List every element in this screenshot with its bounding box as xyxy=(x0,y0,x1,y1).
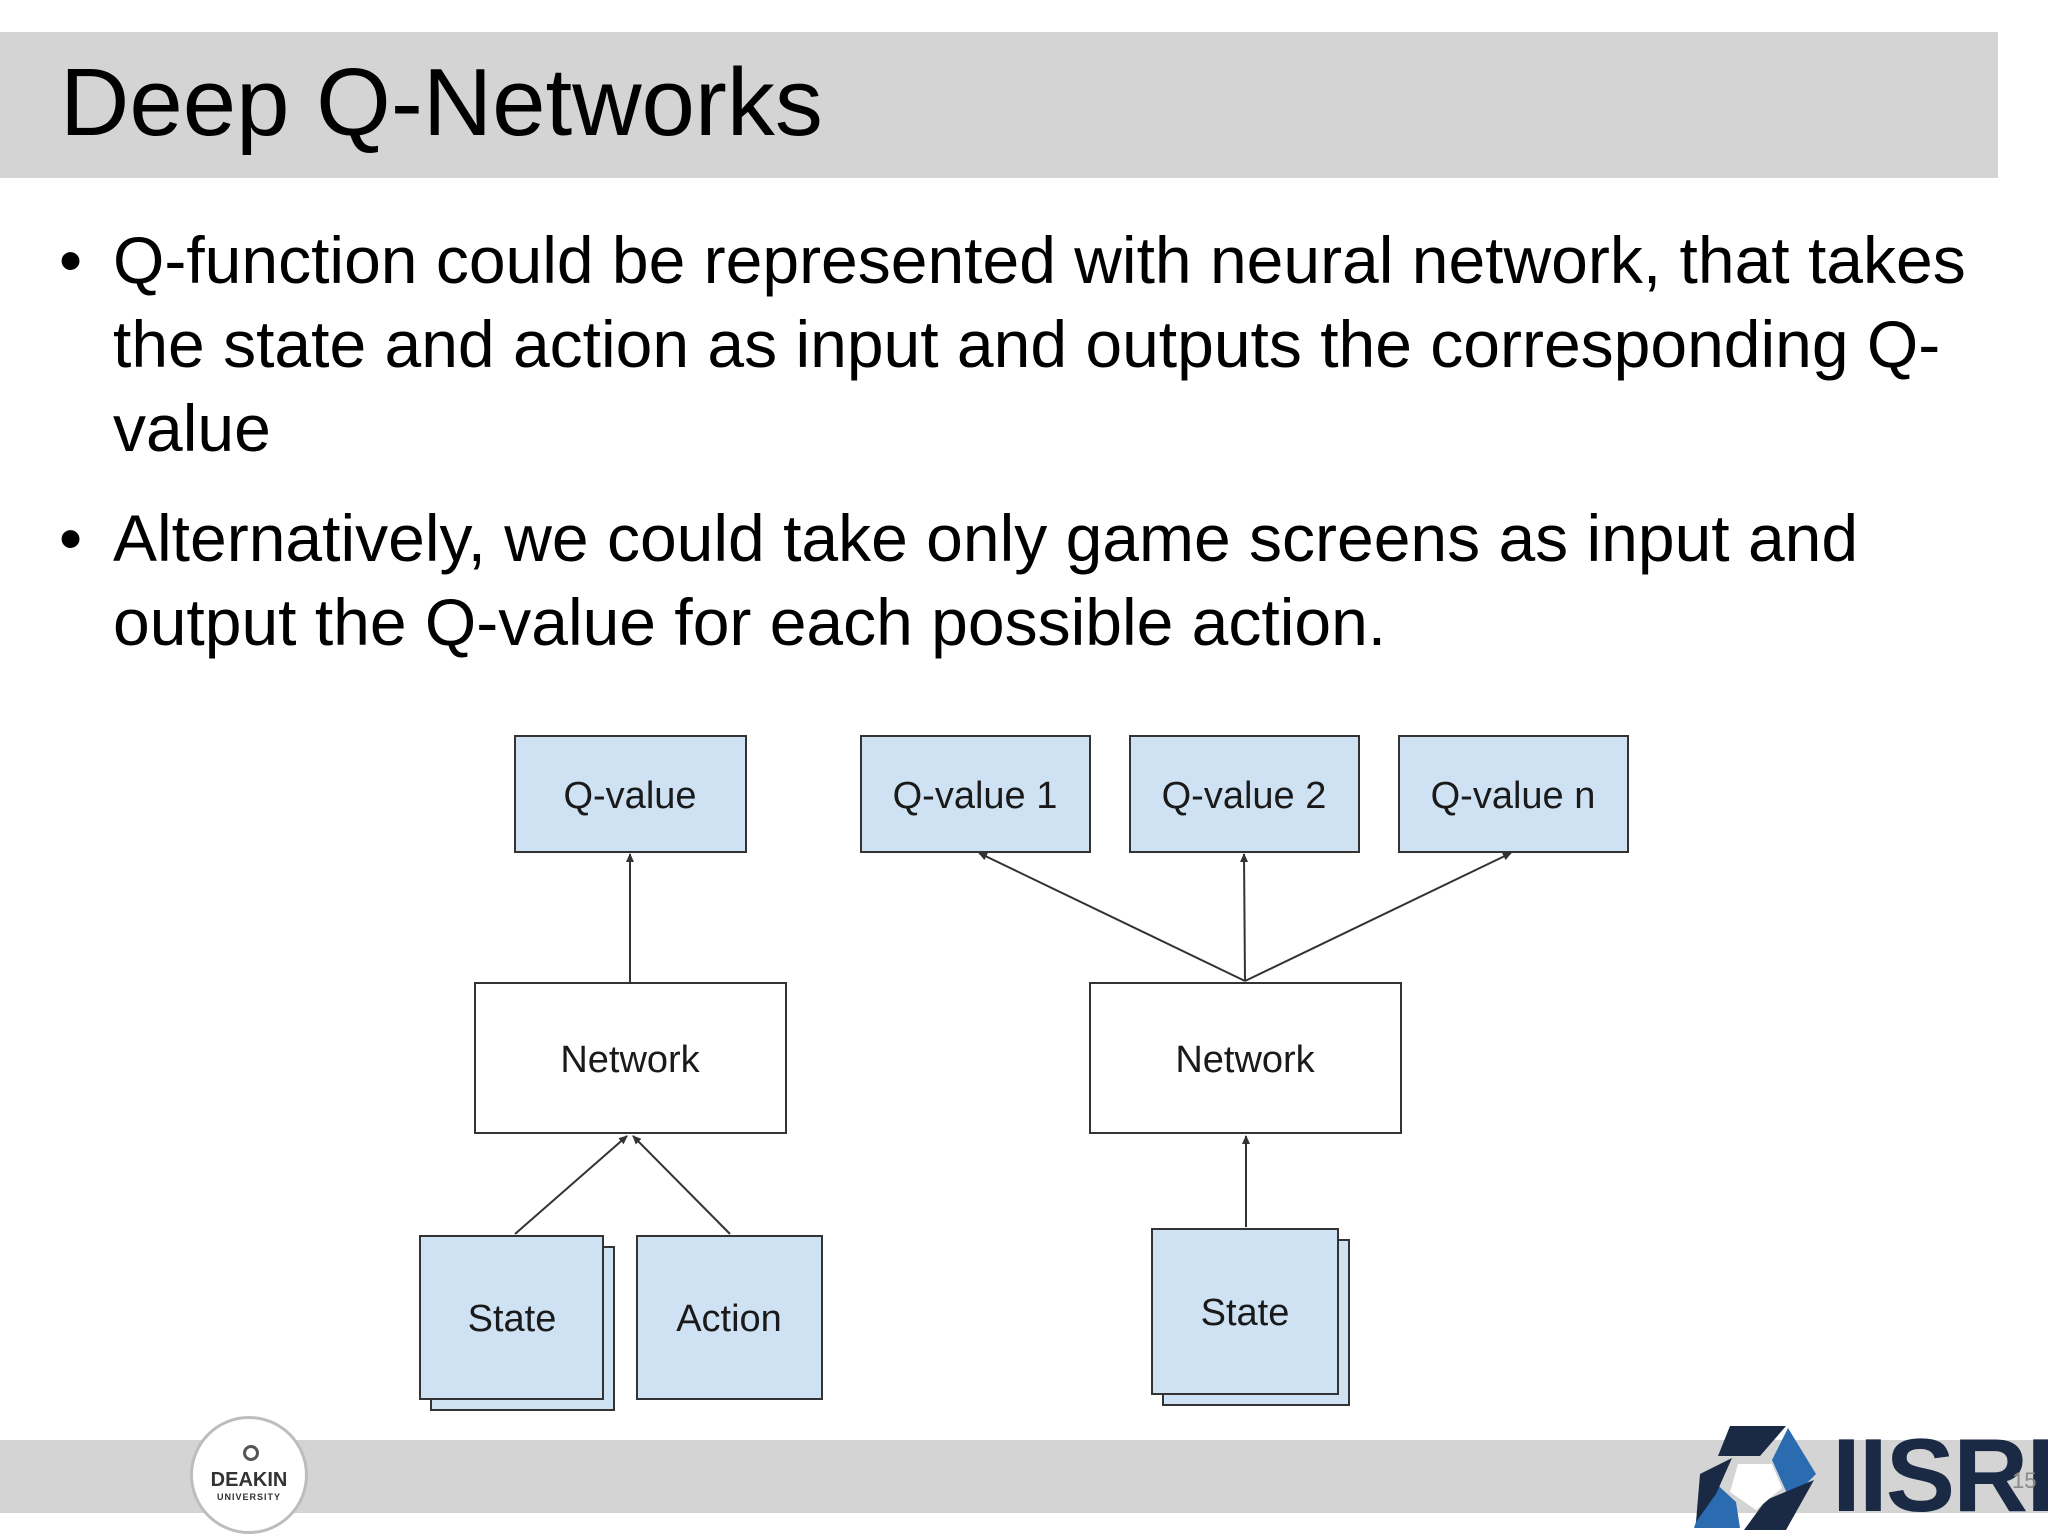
slide-title: Deep Q-Networks xyxy=(60,49,823,156)
action-box xyxy=(636,1235,823,1400)
state-label-right: State xyxy=(1201,1292,1290,1334)
q-value-1-label: Q-value 1 xyxy=(893,775,1058,817)
state-label-left: State xyxy=(468,1298,557,1340)
crest-icon xyxy=(243,1445,259,1461)
arrow-network-to-qn xyxy=(1244,852,1512,982)
action-label: Action xyxy=(676,1298,782,1340)
iisri-mark-icon xyxy=(1694,1426,1816,1530)
q-value-1-box xyxy=(860,735,1091,853)
bullet-list: • Q-function could be represented with ne… xyxy=(55,218,1985,690)
title-bar xyxy=(0,32,1998,178)
arrow-state-to-network xyxy=(514,1135,628,1235)
network-label-right: Network xyxy=(1175,1039,1315,1081)
deakin-logo-name: DEAKIN xyxy=(210,1469,288,1491)
left-diagram: Q-value Network State Action xyxy=(419,735,823,1411)
q-value-label: Q-value xyxy=(563,775,696,817)
bullet-text-1: Q-function could be represented with neu… xyxy=(113,223,1966,465)
bullet-text-2: Alternatively, we could take only game s… xyxy=(113,501,1859,659)
q-value-box xyxy=(514,735,747,853)
state-box-right xyxy=(1151,1228,1339,1395)
arrow-network-to-q2 xyxy=(1240,853,1249,982)
arrow-network-to-q1 xyxy=(978,852,1246,982)
network-box-right xyxy=(1089,982,1402,1134)
bullet-item-2: • Alternatively, we could take only game … xyxy=(55,496,1985,664)
bullet-item-1: • Q-function could be represented with ne… xyxy=(55,218,1985,470)
q-value-n-label: Q-value n xyxy=(1431,775,1596,817)
right-diagram: Q-value 1 Q-value 2 Q-value n Network St… xyxy=(860,735,1629,1406)
arrow-action-to-network xyxy=(632,1135,731,1235)
iisri-logo-text: IISRI xyxy=(1832,1418,2048,1534)
q-value-n-box xyxy=(1398,735,1629,853)
deakin-logo: DEAKIN UNIVERSITY xyxy=(190,1416,308,1534)
q-value-2-box xyxy=(1129,735,1360,853)
network-label-left: Network xyxy=(560,1039,700,1081)
bullet-glyph: • xyxy=(59,223,83,297)
network-box-left xyxy=(474,982,787,1134)
state-box-left xyxy=(419,1235,604,1400)
bullet-glyph: • xyxy=(59,501,83,575)
q-value-2-label: Q-value 2 xyxy=(1162,775,1327,817)
page-number: 15 xyxy=(2012,1468,2037,1493)
deakin-logo-sub: UNIVERSITY xyxy=(216,1492,281,1502)
